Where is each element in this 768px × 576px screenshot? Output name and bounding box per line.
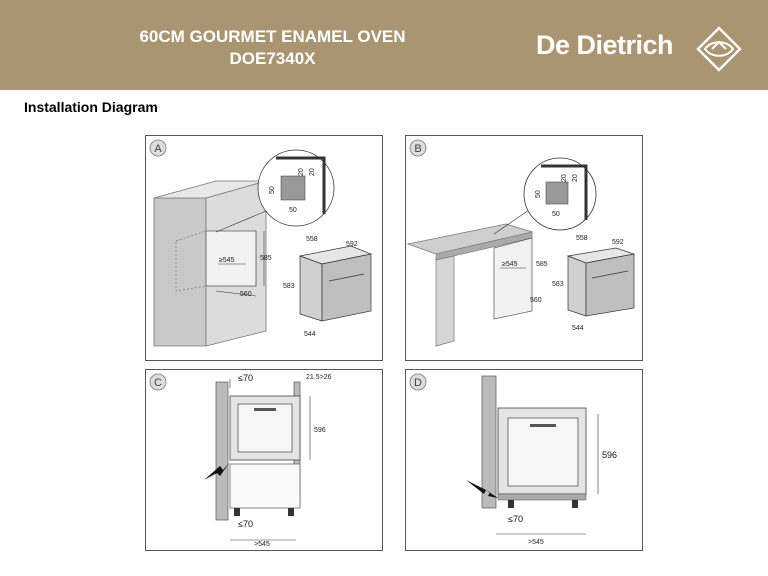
panel-a-niche-depth: ≥545 bbox=[219, 257, 235, 264]
panel-c-label: C bbox=[154, 377, 162, 389]
panel-a-niche-height: 585 bbox=[260, 255, 272, 262]
panel-d-height: 596 bbox=[602, 450, 617, 460]
panel-d-bottom-gap: ≤70 bbox=[508, 514, 523, 524]
brand-name: De Dietrich bbox=[536, 30, 674, 60]
panel-a-oven-depth: 558 bbox=[306, 236, 318, 243]
panel-c-bottom-gap: ≤70 bbox=[238, 519, 253, 529]
panel-b-inset-d20a: 20 bbox=[561, 174, 568, 182]
diagram-a-drawing: A ≥545 585 560 50 50 20 20 558 592 583 5… bbox=[149, 139, 373, 347]
panel-c-depth: >545 bbox=[254, 541, 270, 548]
panel-c-height: 596 bbox=[314, 427, 326, 434]
product-title: 60CM GOURMET ENAMEL OVEN DOE7340X bbox=[90, 26, 455, 70]
panel-b-oven-height: 583 bbox=[552, 281, 564, 288]
panel-a-oven-height: 583 bbox=[283, 283, 295, 290]
product-title-line1: 60CM GOURMET ENAMEL OVEN bbox=[139, 27, 406, 46]
diagram-panel-c: C ≤70 21.5>26 596 ≤70 >545 bbox=[145, 369, 383, 551]
section-title: Installation Diagram bbox=[24, 99, 158, 115]
brand-diamond-icon bbox=[696, 26, 742, 72]
panel-b-niche-height: 585 bbox=[536, 261, 548, 268]
panel-c-side: 21.5>26 bbox=[306, 374, 332, 381]
panel-b-oven-width: 592 bbox=[612, 239, 624, 246]
header-bar: 60CM GOURMET ENAMEL OVEN DOE7340X De Die… bbox=[0, 0, 768, 90]
panel-a-inset-d20a: 20 bbox=[298, 168, 305, 176]
panel-a-oven-front: 544 bbox=[304, 331, 316, 338]
product-model: DOE7340X bbox=[229, 49, 316, 68]
panel-d-depth: >545 bbox=[528, 539, 544, 546]
diagram-panel-b: B ≥545 585 560 50 50 20 20 558 592 583 5… bbox=[405, 135, 643, 361]
panel-c-top-gap: ≤70 bbox=[238, 373, 253, 383]
diagram-c-drawing: C ≤70 21.5>26 596 ≤70 >545 bbox=[149, 373, 332, 548]
panel-a-oven-width: 592 bbox=[346, 241, 358, 248]
diagram-b-drawing: B ≥545 585 560 50 50 20 20 558 592 583 5… bbox=[406, 139, 636, 347]
panel-a-label: A bbox=[154, 143, 162, 155]
panel-b-inset-height: 50 bbox=[535, 190, 542, 198]
panel-b-oven-depth: 558 bbox=[576, 235, 588, 242]
panel-d-label: D bbox=[414, 377, 422, 389]
panel-a-inset-d20b: 20 bbox=[309, 168, 316, 176]
diagram-panel-a: A ≥545 585 560 50 50 20 20 558 592 583 5… bbox=[145, 135, 383, 361]
panel-a-niche-width: 560 bbox=[240, 291, 252, 298]
panel-b-inset-width: 50 bbox=[552, 211, 560, 218]
diagram-panel-d: D 596 ≤70 >545 bbox=[405, 369, 643, 551]
brand-logo: De Dietrich bbox=[536, 26, 756, 72]
panel-b-label: B bbox=[414, 143, 421, 155]
panel-b-niche-width: 560 bbox=[530, 297, 542, 304]
panel-b-inset-d20b: 20 bbox=[572, 174, 579, 182]
panel-a-inset-width: 50 bbox=[289, 207, 297, 214]
panel-a-inset-height: 50 bbox=[269, 186, 276, 194]
panel-b-niche-depth: ≥545 bbox=[502, 261, 518, 268]
panel-b-oven-front: 544 bbox=[572, 325, 584, 332]
diagram-d-drawing: D 596 ≤70 >545 bbox=[409, 373, 617, 546]
